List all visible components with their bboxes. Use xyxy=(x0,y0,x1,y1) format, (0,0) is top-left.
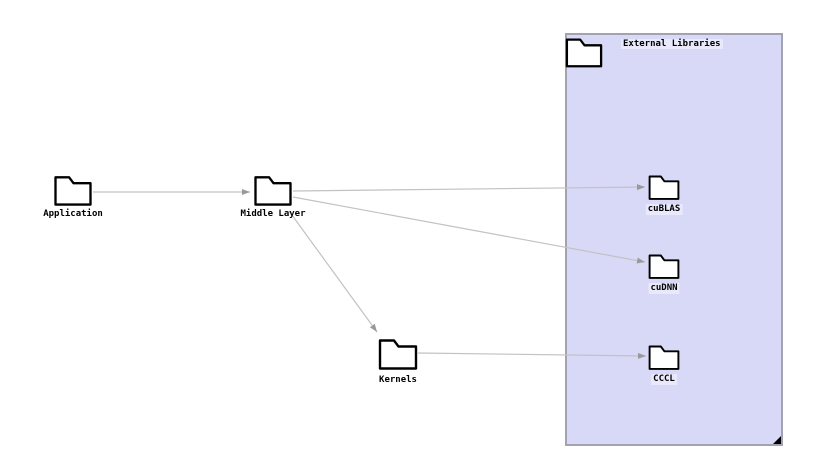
edge-middle-layer-kernels xyxy=(288,210,378,333)
external-libraries-node xyxy=(565,33,603,70)
node-label-middle-layer: Middle Layer xyxy=(240,209,306,219)
folder-icon xyxy=(565,38,603,68)
node-label-cublas: cuBLAS xyxy=(645,204,683,215)
container-label: External Libraries xyxy=(621,39,723,49)
node-kernels: Kernels xyxy=(378,335,418,385)
folder-icon xyxy=(648,254,680,279)
node-label-cudnn: cuDNN xyxy=(648,283,680,294)
folder-icon xyxy=(648,345,680,370)
node-application: Application xyxy=(43,172,103,219)
corner-resize-triangle xyxy=(773,436,781,444)
folder-icon xyxy=(378,339,418,370)
node-cublas: cuBLAS xyxy=(645,171,683,215)
folder-icon xyxy=(54,176,92,206)
node-label-cccl: CCCL xyxy=(651,374,677,385)
node-label-application: Application xyxy=(43,209,103,219)
node-cudnn: cuDNN xyxy=(648,250,680,294)
node-middle-layer: Middle Layer xyxy=(240,172,306,219)
folder-icon xyxy=(648,175,680,200)
node-label-kernels: Kernels xyxy=(379,375,417,385)
node-cccl: CCCL xyxy=(648,341,680,385)
folder-icon xyxy=(254,176,292,206)
